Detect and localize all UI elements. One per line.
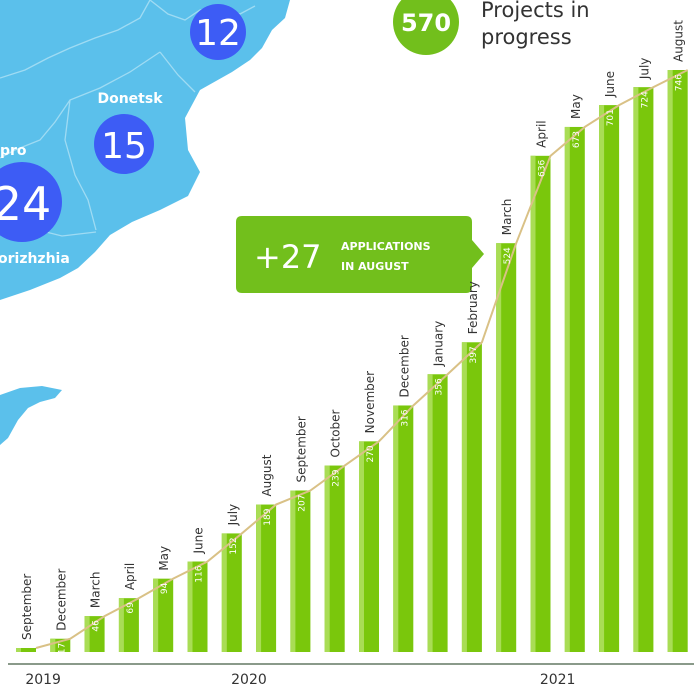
bar-highlight — [496, 243, 502, 652]
map-land-coast — [0, 386, 62, 445]
value-label: 356 — [435, 378, 445, 395]
month-label: February — [466, 281, 480, 334]
month-label: July — [226, 504, 240, 527]
banner-caption: APPLICATIONS — [341, 240, 431, 253]
projects-label: Projects in — [481, 0, 590, 22]
region-name: orizhzhia — [0, 251, 70, 267]
month-label: July — [637, 58, 651, 81]
bar-highlight — [599, 105, 605, 652]
month-label: April — [123, 563, 137, 590]
projects-count: 570 — [401, 9, 451, 37]
month-label: January — [432, 321, 446, 368]
value-label: 116 — [195, 565, 205, 582]
bar-highlight — [221, 533, 227, 652]
value-label: 397 — [469, 346, 479, 363]
year-label: 2019 — [25, 672, 61, 688]
bar-highlight — [118, 598, 124, 652]
year-label: 2020 — [231, 672, 267, 688]
value-label: 239 — [332, 469, 342, 486]
value-label: 46 — [92, 620, 102, 632]
value-label: 270 — [366, 445, 376, 462]
region-count: 12 — [195, 13, 241, 54]
value-label: 69 — [126, 602, 136, 614]
bar-highlight — [84, 616, 90, 652]
banner-value: +27 — [254, 238, 322, 276]
bar-highlight — [290, 490, 296, 652]
value-label: 207 — [297, 495, 307, 512]
bar-highlight — [393, 405, 399, 652]
region-name: pro — [0, 143, 27, 159]
bar — [16, 648, 36, 652]
value-label: 189 — [263, 508, 273, 525]
month-label: December — [397, 335, 411, 397]
month-label: August — [672, 20, 686, 62]
month-label: March — [500, 199, 514, 236]
trend-line — [35, 69, 689, 649]
value-label: 524 — [503, 247, 513, 264]
region-name: Donetsk — [97, 91, 163, 107]
bar-highlight — [50, 638, 56, 652]
bar-highlight — [564, 126, 570, 653]
value-label: 636 — [538, 160, 548, 177]
month-label: September — [20, 574, 34, 640]
month-label: May — [569, 94, 583, 119]
value-label: 316 — [400, 409, 410, 426]
projects-in-progress: 570 Projects in progress — [393, 0, 590, 55]
month-label: September — [294, 416, 308, 482]
bar-highlight — [187, 561, 193, 652]
region-count-circle — [0, 162, 62, 242]
region-map: 12 Donetsk 15 pro 24 orizhzhia — [0, 0, 290, 445]
value-label: 673 — [572, 131, 582, 148]
month-label: June — [192, 527, 206, 554]
value-label: 17 — [57, 643, 67, 654]
month-label: August — [260, 454, 274, 496]
bar-highlight — [359, 441, 364, 652]
bar-highlight — [324, 465, 330, 652]
value-label: 724 — [640, 91, 650, 108]
bar-highlight — [667, 70, 673, 652]
bar-highlight — [427, 374, 433, 652]
value-label: 701 — [606, 109, 616, 126]
region-count-circle — [190, 4, 246, 60]
month-label: October — [329, 409, 343, 457]
value-label: 94 — [160, 582, 170, 594]
banner-shape — [236, 216, 484, 293]
month-label: March — [89, 572, 103, 609]
bar-highlight — [153, 578, 159, 652]
banner-caption: IN AUGUST — [341, 260, 409, 273]
value-label: 152 — [229, 537, 239, 554]
year-label: 2021 — [540, 672, 576, 688]
bar-highlight — [633, 87, 639, 653]
month-label: November — [363, 371, 377, 433]
month-label: December — [54, 568, 68, 630]
projects-count-circle — [393, 0, 459, 55]
bar-highlight — [256, 504, 262, 652]
applications-banner: +27 APPLICATIONS IN AUGUST — [236, 216, 484, 293]
value-label: 746 — [675, 74, 685, 91]
bar-highlight — [16, 648, 21, 652]
map-borders — [0, 0, 256, 237]
month-label: June — [603, 71, 617, 98]
projects-label: progress — [481, 25, 572, 49]
month-label: May — [157, 546, 171, 571]
region-count-circle — [94, 114, 154, 174]
region-count: 24 — [0, 177, 51, 231]
month-label: April — [535, 120, 549, 147]
bar-highlight — [461, 342, 467, 652]
bar-highlight — [530, 155, 536, 652]
region-count: 15 — [101, 126, 147, 167]
